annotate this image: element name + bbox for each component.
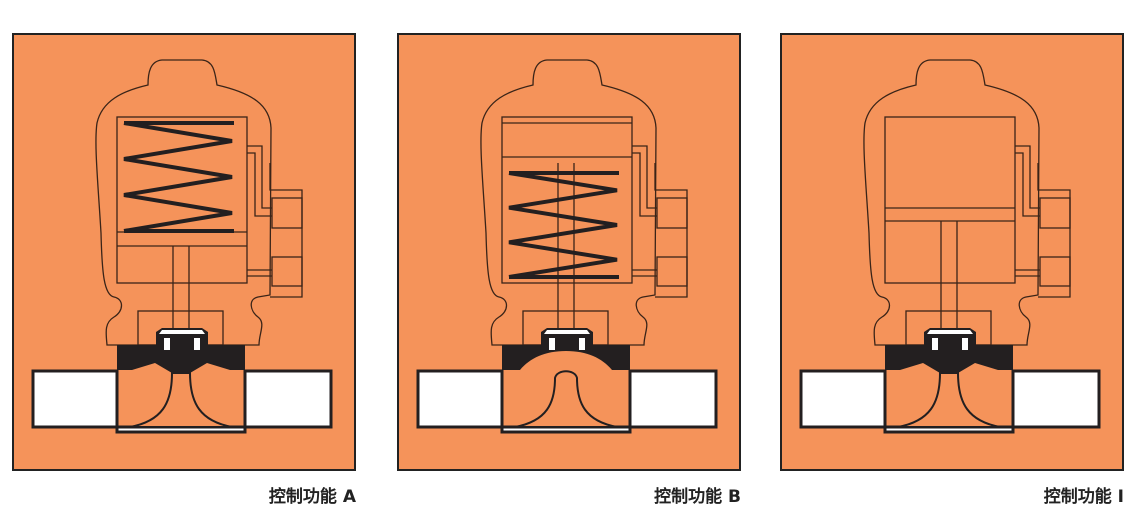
cylinder <box>884 116 1016 284</box>
compressor-pin-right <box>962 338 968 350</box>
caption-a: 控制功能 A <box>268 487 356 507</box>
valve-diagram-a <box>12 33 356 471</box>
air-port-upper <box>1039 197 1071 229</box>
cylinder <box>116 116 248 284</box>
compressor-highlight <box>159 330 205 334</box>
air-passage-lines <box>1015 145 1071 298</box>
compressor-highlight <box>544 330 590 334</box>
actuator-housing <box>863 59 1040 346</box>
diaphragm-compressor <box>885 345 1013 373</box>
air-passage-lines <box>632 145 688 298</box>
air-passage-lower <box>632 269 657 277</box>
compressor-pin-left <box>164 338 170 350</box>
caption-i: 控制功能 I <box>1043 487 1124 507</box>
valve-diagram-b <box>397 33 741 471</box>
piston-stem <box>557 163 575 329</box>
actuator-housing <box>95 59 272 346</box>
compressor-pin-left <box>549 338 555 350</box>
diaphragm-compressor <box>117 345 245 373</box>
compressor-pin-left <box>932 338 938 350</box>
valve-diagram-i <box>780 33 1124 471</box>
compressor-pin-right <box>194 338 200 350</box>
weir <box>514 370 618 428</box>
compressor-highlight <box>927 330 973 334</box>
actuator-housing <box>480 59 657 346</box>
air-port-lower <box>656 256 688 287</box>
cylinder <box>501 116 633 284</box>
air-port-upper <box>271 197 303 229</box>
air-passage-lines <box>247 145 303 298</box>
air-passage-lower <box>1015 269 1040 277</box>
air-port-lower <box>271 256 303 287</box>
air-port-upper <box>656 197 688 229</box>
air-passage-lower <box>247 269 272 277</box>
piston-stem <box>172 246 190 329</box>
caption-b: 控制功能 B <box>654 487 741 507</box>
air-port-lower <box>1039 256 1071 287</box>
diaphragm-compressor <box>502 345 630 370</box>
spring-icon <box>123 121 233 233</box>
compressor-pin-right <box>579 338 585 350</box>
spring-icon <box>508 171 618 279</box>
